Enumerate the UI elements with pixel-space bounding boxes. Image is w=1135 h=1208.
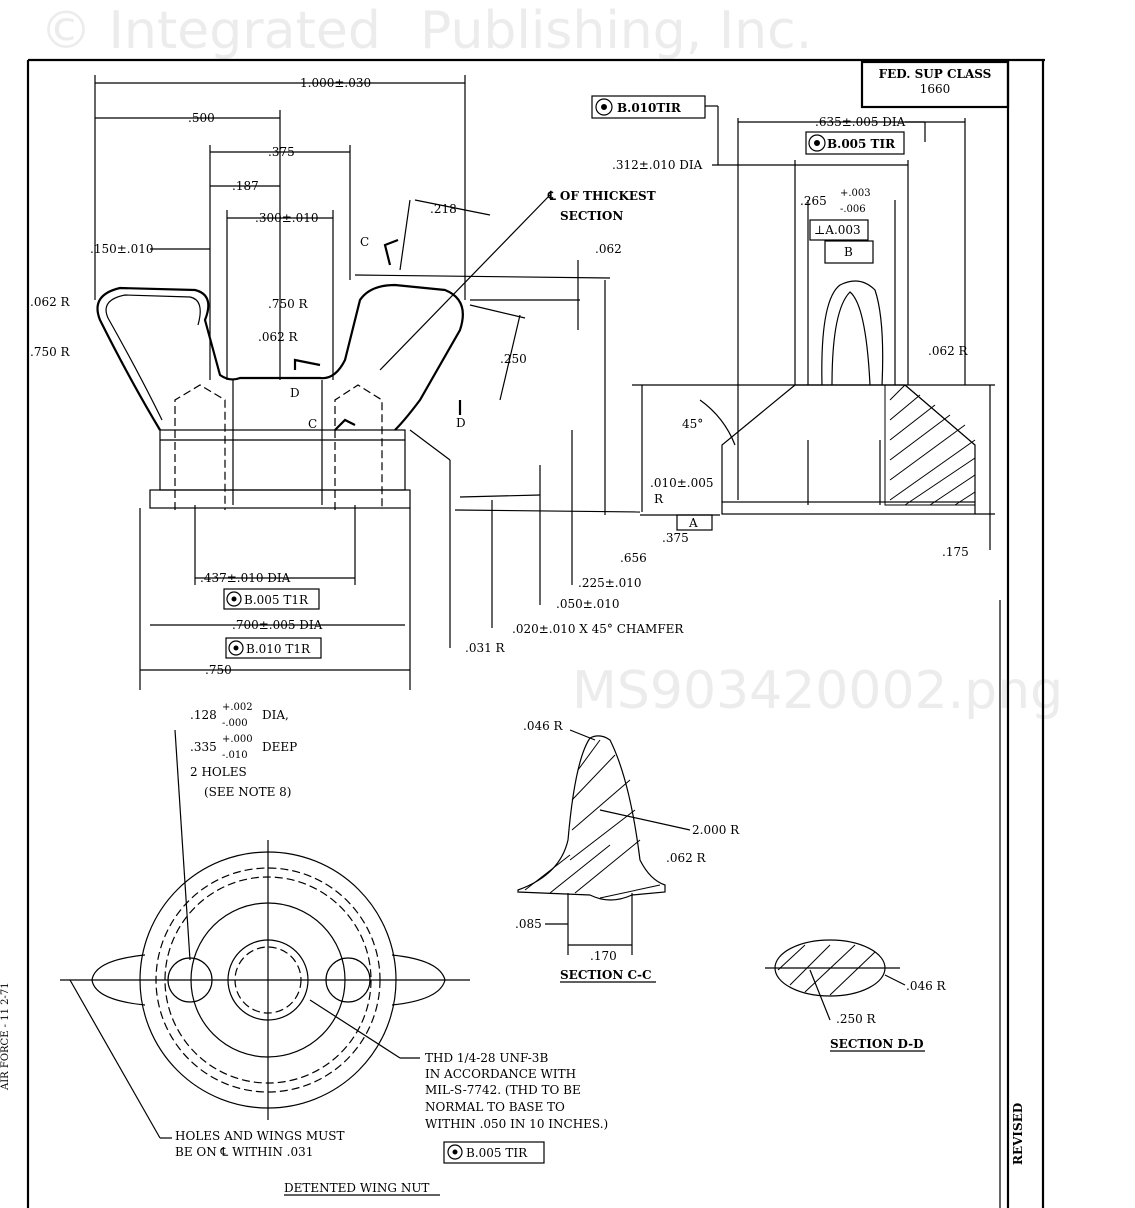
dim-170: .170 (590, 949, 617, 963)
side-view-dimensions: B.010TIR .312±.010 DIA .635±.005 DIA B.0… (591, 95, 969, 559)
section-marker-c: C (308, 417, 317, 431)
dim-r250: .250 R (836, 1012, 877, 1026)
dim-r750-inner: .750 R (268, 297, 309, 311)
thread-note-line: THD 1/4-28 UNF-3B (425, 1051, 548, 1065)
watermark-line: Publishing, Inc. (420, 1, 812, 61)
dim-050: .050±.010 (556, 597, 620, 611)
dim-437: .437±.010 DIA (200, 571, 291, 585)
dim-250: .250 (500, 352, 527, 366)
drawing-title: DETENTED WING NUT (284, 1181, 429, 1195)
hole-depth: .335 (190, 740, 217, 754)
tir-top: B.010TIR (617, 101, 682, 115)
front-view (94, 75, 641, 690)
section-dd: .046 R .250 R SECTION D-D (765, 939, 947, 1052)
watermark-line: © Integrated (40, 1, 381, 61)
section-marker-d: D (456, 416, 466, 430)
dim-375-side: .375 (662, 531, 689, 545)
dim-750: .750 (205, 663, 232, 677)
perpendicularity-callout: ⊥A.003 (814, 223, 861, 237)
dim-r010: .010±.005 (650, 476, 714, 490)
dim-half: .500 (188, 111, 215, 125)
dim-635: .635±.005 DIA (815, 115, 906, 129)
front-view-dimensions: 1.000±.030 .500 .375 .187 .300±.010 .150… (30, 76, 684, 677)
dim-r062: .062 R (666, 851, 707, 865)
dim-r2000: 2.000 R (692, 823, 740, 837)
section-marker-c: C (360, 235, 369, 249)
thread-note-line: IN ACCORDANCE WITH (425, 1067, 576, 1081)
dim-187: .187 (232, 179, 259, 193)
hole-note-ref: (SEE NOTE 8) (204, 785, 291, 799)
section-cc-title: SECTION C-C (560, 968, 652, 982)
hole-tol: -.010 (222, 750, 248, 761)
side-note: AIR FORCE - 11 2-71 (0, 982, 11, 1091)
dim-r046-dd: .046 R (906, 979, 947, 993)
dim-300: .300±.010 (255, 211, 319, 225)
dim-375: .375 (268, 145, 295, 159)
dim-150: .150±.010 (90, 242, 154, 256)
dim-r062-left: .062 R (30, 295, 71, 309)
thread-note-line: MIL-S-7742. (THD TO BE (425, 1083, 581, 1097)
revised-label: REVISED (1011, 1103, 1025, 1165)
watermark-line: MS903420002.png (572, 661, 1063, 721)
datum-a: A (688, 516, 698, 530)
dim-656: .656 (620, 551, 647, 565)
tol-minus: -.006 (840, 204, 866, 215)
section-hatch (884, 384, 976, 506)
dim-225: .225±.010 (578, 576, 642, 590)
dim-312: .312±.010 DIA (612, 158, 703, 172)
hole-tol: -.000 (222, 718, 248, 729)
tir-635: B.005 TIR (827, 137, 896, 151)
cl-note: SECTION (560, 209, 623, 223)
dim-r046: .046 R (523, 719, 564, 733)
thread-note: THD 1/4-28 UNF-3B IN ACCORDANCE WITH MIL… (425, 1051, 608, 1164)
top-view (60, 729, 470, 1139)
watermark: © Integrated Publishing, Inc. MS90342000… (40, 1, 1063, 721)
tol-plus: +.003 (840, 188, 871, 199)
hole-dia-label: DIA, (262, 708, 289, 722)
hole-note: .128 +.002 -.000 DIA, .335 +.000 -.010 D… (190, 702, 297, 799)
dim-r062-mid: .062 R (258, 330, 299, 344)
hole-count: 2 HOLES (190, 765, 247, 779)
dim-chamfer: .020±.010 X 45° CHAMFER (512, 622, 684, 636)
dim-r750-outer: .750 R (30, 345, 71, 359)
tir-700: B.010 T1R (246, 642, 311, 656)
dim-265: .265 (800, 194, 827, 208)
datum-b: B (844, 245, 853, 259)
side-view (632, 105, 995, 550)
thread-note-line: WITHIN .050 IN 10 INCHES.) (425, 1117, 608, 1131)
dim-062: .062 (595, 242, 622, 256)
hole-tol: +.002 (222, 702, 253, 713)
wings-note-line: BE ON ℄ WITHIN .031 (175, 1145, 313, 1159)
fed-sup-class-label: FED. SUP CLASS (879, 67, 992, 81)
section-marker-d: D (290, 386, 300, 400)
dim-angle: 45° (682, 417, 703, 431)
dim-700: .700±.005 DIA (232, 618, 323, 632)
dim-r010-r: R (654, 492, 664, 506)
dim-r062: .062 R (928, 344, 969, 358)
wings-note-line: HOLES AND WINGS MUST (175, 1129, 345, 1143)
dim-175: .175 (942, 545, 969, 559)
hole-tol: +.000 (222, 734, 253, 745)
dim-085: .085 (515, 917, 542, 931)
fed-sup-class-value: 1660 (920, 82, 951, 96)
dim-218: .218 (430, 202, 457, 216)
section-dd-title: SECTION D-D (830, 1037, 924, 1051)
dim-r031: .031 R (465, 641, 506, 655)
hole-dia: .128 (190, 708, 217, 722)
drawing-border (26, 58, 1045, 1208)
section-cc: .046 R 2.000 R .062 R .085 .170 SECTION … (515, 719, 740, 983)
dim-overall: 1.000±.030 (300, 76, 371, 90)
thread-tir: B.005 TIR (466, 1146, 528, 1160)
thread-note-line: NORMAL TO BASE TO (425, 1100, 565, 1114)
hole-depth-label: DEEP (262, 740, 297, 754)
cl-note: ℄ OF THICKEST (547, 189, 656, 203)
tir-437: B.005 T1R (244, 593, 309, 607)
